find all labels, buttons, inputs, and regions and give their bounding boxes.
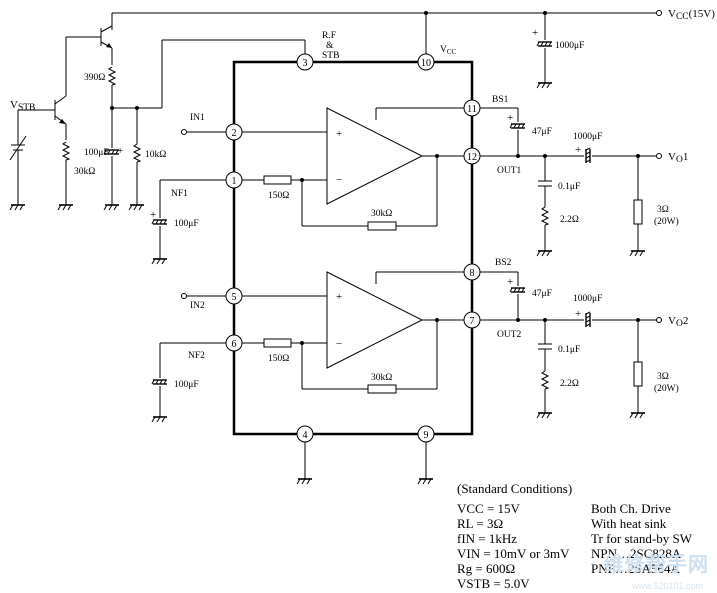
rf-label: R.F	[322, 31, 336, 41]
svg-text:&: &	[326, 41, 334, 51]
pin-8: 8	[470, 268, 475, 279]
svg-text:VCC: VCC	[440, 45, 457, 56]
r150-2-label: 150Ω	[268, 354, 289, 364]
svg-text:+: +	[507, 112, 513, 124]
svg-text:+: +	[507, 276, 513, 288]
out2-label: OUT2	[497, 330, 522, 340]
nf1-label: NF1	[171, 189, 188, 199]
c1000u-top-label: 1000μF	[555, 41, 584, 51]
c01u-1-label: 0.1μF	[558, 182, 580, 192]
svg-text:+: +	[336, 291, 342, 303]
rl2-b-label: (20W)	[654, 383, 679, 394]
cond-left-1: RL = 3Ω	[457, 516, 504, 531]
pin-11: 11	[467, 104, 477, 115]
cond-right-3: NPN…2SC828A	[591, 546, 682, 561]
conditions-title: (Standard Conditions)	[457, 481, 573, 496]
vcc-pin-label: V	[440, 45, 447, 55]
amp1-triangle	[326, 107, 424, 205]
r10k-label: 10kΩ	[145, 150, 166, 160]
cond-right-1: With heat sink	[591, 516, 667, 531]
r30k-fb2-label: 30kΩ	[371, 373, 392, 383]
pin-9: 9	[424, 430, 429, 441]
pin-7: 7	[470, 316, 475, 327]
r390-label: 390Ω	[84, 73, 105, 83]
vo2-label: V	[668, 315, 676, 327]
r22-1-label: 2.2Ω	[560, 215, 579, 225]
c100u-nf2-label: 100μF	[174, 380, 199, 390]
cond-left-5: VSTB = 5.0V	[457, 576, 530, 591]
svg-text:VCC(15V): VCC(15V)	[668, 8, 715, 22]
c100u-nf1-label: 100μF	[174, 219, 199, 229]
svg-text:+: +	[575, 144, 581, 156]
r22-2-label: 2.2Ω	[560, 379, 579, 389]
pin-4: 4	[303, 430, 308, 441]
vo1-label: V	[668, 151, 676, 163]
svg-text:+: +	[336, 128, 342, 140]
cond-left-0: VCC = 15V	[457, 501, 520, 516]
c1000u-out2-label: 1000μF	[573, 294, 602, 304]
out1-label: OUT1	[497, 166, 522, 176]
pin-12: 12	[467, 152, 477, 163]
bs1-label: BS1	[492, 95, 509, 105]
pin-5: 5	[232, 292, 237, 303]
svg-text:+: +	[117, 145, 123, 157]
svg-text:VO1: VO1	[668, 151, 688, 165]
rl2-a-label: 3Ω	[657, 372, 669, 382]
rl1-b-label: (20W)	[654, 216, 679, 227]
cond-right-2: Tr for stand-by SW	[591, 531, 692, 546]
svg-text:VSTB: VSTB	[10, 99, 35, 113]
amp2-triangle	[326, 271, 424, 369]
ic-body	[232, 60, 474, 436]
in2-label: IN2	[190, 301, 205, 311]
c01u-2-label: 0.1μF	[558, 345, 580, 355]
svg-text:STB: STB	[322, 51, 339, 61]
c47u-1-label: 47μF	[532, 127, 552, 137]
in1-label: IN1	[190, 113, 205, 123]
cond-right-0: Both Ch. Drive	[591, 501, 671, 516]
svg-text:−: −	[336, 174, 342, 186]
c100u-a-label: 100μF	[84, 148, 109, 158]
svg-text:+: +	[150, 209, 156, 221]
c1000u-out1-label: 1000μF	[573, 132, 602, 142]
svg-text:VO2: VO2	[668, 315, 688, 329]
pin-1: 1	[232, 176, 237, 187]
rl1-a-label: 3Ω	[657, 205, 669, 215]
pin-3: 3	[303, 58, 308, 69]
c47u-2-label: 47μF	[532, 289, 552, 299]
pin-2: 2	[232, 128, 237, 139]
vcc-label: V	[668, 8, 676, 20]
cond-left-4: Rg = 600Ω	[457, 561, 516, 576]
cond-left-2: fIN = 1kHz	[457, 531, 518, 546]
watermark-logo: 维修帮手网	[604, 554, 709, 576]
vstb-label: V	[10, 99, 18, 111]
r150-1-label: 150Ω	[268, 191, 289, 201]
bs2-label: BS2	[495, 258, 512, 268]
nf2-label: NF2	[188, 351, 205, 361]
r30k-left-label: 30kΩ	[74, 167, 95, 177]
svg-text:+: +	[532, 27, 538, 39]
cond-right-4: PNP…2SA564A	[591, 561, 680, 576]
pin-10: 10	[421, 58, 431, 69]
pin-6: 6	[232, 339, 237, 350]
watermark-url: www.520101.com	[631, 581, 703, 591]
svg-text:+: +	[575, 308, 581, 320]
cond-left-3: VIN = 10mV or 3mV	[457, 546, 570, 561]
r30k-fb1-label: 30kΩ	[371, 209, 392, 219]
svg-text:−: −	[336, 338, 342, 350]
